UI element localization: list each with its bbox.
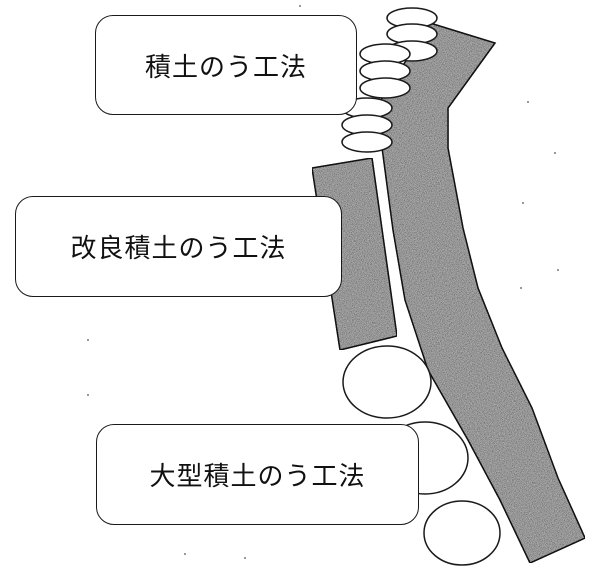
large-sandbag: [342, 345, 432, 419]
method-label-text: 積土のう工法: [144, 52, 307, 83]
scan-specks: [87, 5, 559, 559]
backfill-band: [380, 22, 586, 564]
method-label-sandbag: 積土のう工法: [95, 15, 357, 115]
large-sandbag: [423, 500, 501, 566]
method-label-improved-sandbag: 改良積土のう工法: [15, 196, 342, 297]
sandbag: [341, 131, 393, 153]
sandbag-stack-top: [386, 7, 438, 62]
sandbag: [359, 77, 411, 99]
method-label-text: 大型積土のう工法: [149, 462, 366, 492]
method-label-large-sandbag: 大型積土のう工法: [96, 424, 419, 525]
method-label-text: 改良積土のう工法: [70, 234, 287, 264]
sandbag-stack-middle: [359, 43, 411, 99]
